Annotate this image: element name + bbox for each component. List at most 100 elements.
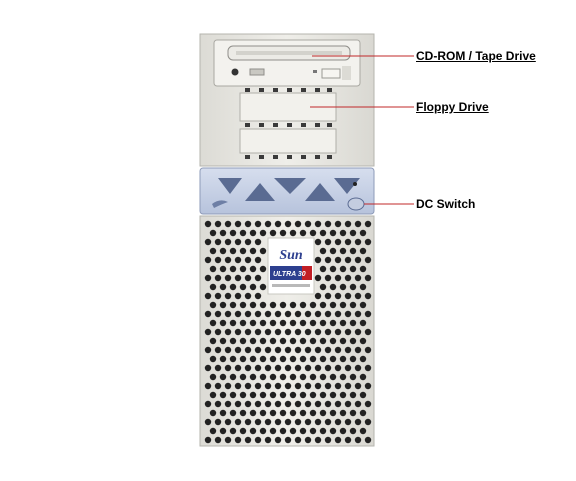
grille-hole xyxy=(310,230,316,236)
grille-hole xyxy=(340,302,346,308)
grille-hole xyxy=(320,374,326,380)
grille-hole xyxy=(335,239,341,245)
grille-hole xyxy=(360,320,366,326)
grille-hole xyxy=(305,329,311,335)
dc-switch-button[interactable] xyxy=(348,198,364,210)
grille-hole xyxy=(320,284,326,290)
grille-hole xyxy=(235,401,241,407)
grille-hole xyxy=(315,401,321,407)
grille-hole xyxy=(270,374,276,380)
grille-hole xyxy=(220,284,226,290)
grille-hole xyxy=(365,257,371,263)
grille-hole xyxy=(275,221,281,227)
grille-hole xyxy=(315,365,321,371)
grille-hole xyxy=(320,230,326,236)
grille-hole xyxy=(235,365,241,371)
grille-hole xyxy=(295,365,301,371)
grille-hole xyxy=(210,302,216,308)
grille-hole xyxy=(300,230,306,236)
grille-hole xyxy=(230,230,236,236)
grille-hole xyxy=(240,230,246,236)
grille-hole xyxy=(350,392,356,398)
grille-hole xyxy=(315,383,321,389)
grille-hole xyxy=(250,266,256,272)
grille-hole xyxy=(205,311,211,317)
grille-hole xyxy=(320,428,326,434)
grille-hole xyxy=(245,293,251,299)
grille-hole xyxy=(330,392,336,398)
grille-hole xyxy=(325,293,331,299)
grille-hole xyxy=(295,419,301,425)
grille-hole xyxy=(250,302,256,308)
grille-hole xyxy=(320,392,326,398)
grille-hole xyxy=(280,356,286,362)
grille-hole xyxy=(325,383,331,389)
grille-hole xyxy=(250,374,256,380)
grille-hole xyxy=(300,338,306,344)
grille-hole xyxy=(245,311,251,317)
grille-hole xyxy=(220,392,226,398)
grille-hole xyxy=(290,320,296,326)
grille-hole xyxy=(265,383,271,389)
grille-hole xyxy=(320,356,326,362)
grille-hole xyxy=(315,419,321,425)
grille-hole xyxy=(345,257,351,263)
grille-hole xyxy=(305,365,311,371)
grille-hole xyxy=(220,302,226,308)
grille-hole xyxy=(300,374,306,380)
grille-hole xyxy=(245,347,251,353)
grille-hole xyxy=(270,302,276,308)
grille-hole xyxy=(295,401,301,407)
grille-hole xyxy=(230,284,236,290)
grille-hole xyxy=(315,221,321,227)
grille-hole xyxy=(235,419,241,425)
grille-hole xyxy=(210,356,216,362)
grille-hole xyxy=(235,293,241,299)
grille-hole xyxy=(225,347,231,353)
grille-hole xyxy=(300,410,306,416)
grille-hole xyxy=(365,347,371,353)
grille-hole xyxy=(275,401,281,407)
grille-hole xyxy=(205,329,211,335)
grille-hole xyxy=(295,221,301,227)
grille-hole xyxy=(240,428,246,434)
grille-hole xyxy=(350,248,356,254)
grille-hole xyxy=(220,338,226,344)
grille-hole xyxy=(350,338,356,344)
grille-hole xyxy=(250,410,256,416)
grille-hole xyxy=(330,230,336,236)
grille-hole xyxy=(280,338,286,344)
grille-hole xyxy=(260,356,266,362)
grille-hole xyxy=(265,329,271,335)
grille-hole xyxy=(365,383,371,389)
grille-hole xyxy=(255,419,261,425)
grille-hole xyxy=(355,311,361,317)
grille-hole xyxy=(330,320,336,326)
grille-hole xyxy=(225,257,231,263)
grille-hole xyxy=(290,374,296,380)
grille-hole xyxy=(220,410,226,416)
grille-hole xyxy=(315,257,321,263)
grille-hole xyxy=(295,383,301,389)
grille-hole xyxy=(270,410,276,416)
grille-hole xyxy=(205,365,211,371)
grille-hole xyxy=(225,221,231,227)
grille-hole xyxy=(275,419,281,425)
grille-hole xyxy=(235,257,241,263)
grille-hole xyxy=(225,419,231,425)
grille-hole xyxy=(230,338,236,344)
grille-hole xyxy=(255,275,261,281)
grille-hole xyxy=(260,374,266,380)
grille-hole xyxy=(205,383,211,389)
grille-hole xyxy=(365,239,371,245)
grille-hole xyxy=(305,347,311,353)
grille-hole xyxy=(335,293,341,299)
grille-hole xyxy=(210,266,216,272)
grille-hole xyxy=(255,257,261,263)
grille-hole xyxy=(310,410,316,416)
grille-hole xyxy=(265,437,271,443)
grille-hole xyxy=(225,383,231,389)
grille-hole xyxy=(320,266,326,272)
grille-hole xyxy=(305,311,311,317)
